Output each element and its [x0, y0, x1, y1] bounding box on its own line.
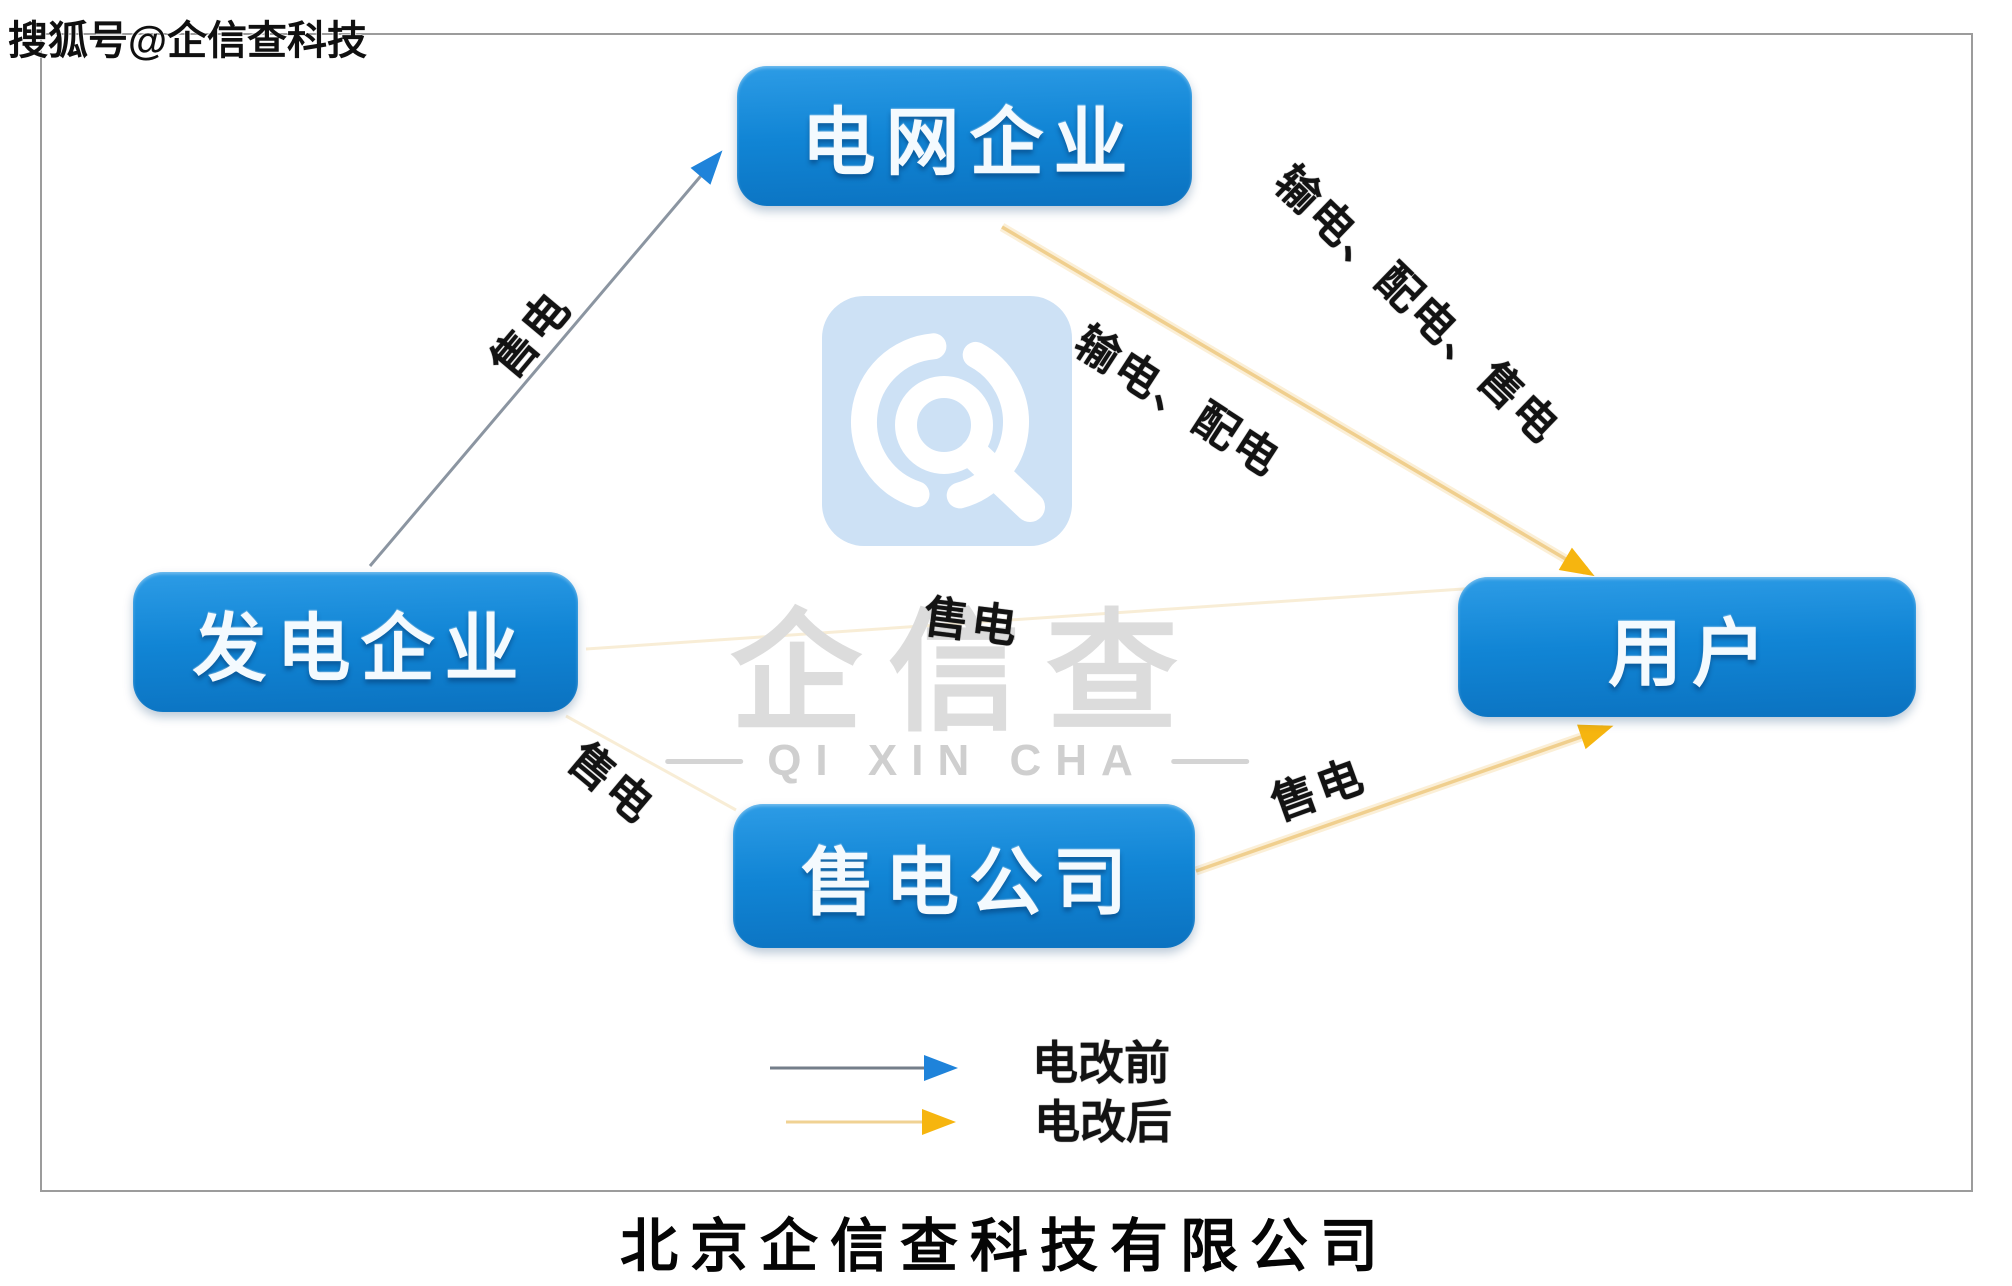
edge-generation-to-grid: [368, 150, 723, 567]
sohu-account-watermark: 搜狐号@企信查科技: [8, 19, 368, 63]
edge-grid-to-user: [1001, 225, 1595, 577]
footer-company-name: 北京企信查科技有限公司: [619, 1214, 1391, 1279]
legend-after-reform-label: 电改后: [1034, 1096, 1172, 1148]
node-retail-company: 售电公司: [733, 804, 1195, 948]
node-generation-enterprise-label: 发电企业: [192, 606, 529, 690]
edge-generation-to-retail: [565, 714, 737, 812]
node-grid-enterprise: 电网企业: [737, 66, 1192, 206]
node-grid-enterprise-label: 电网企业: [801, 100, 1138, 184]
node-users: 用户: [1458, 577, 1916, 717]
edge-retail-to-user: [1195, 724, 1614, 873]
legend-before-reform-label: 电改前: [1032, 1037, 1170, 1089]
node-generation-enterprise: 发电企业: [133, 572, 578, 712]
edge-generation-to-user: [585, 580, 1567, 651]
node-users-label: 用户: [1608, 611, 1776, 695]
edge-label-generation-to-user: 售电: [920, 590, 1023, 654]
diagram-frame: [40, 33, 1973, 1192]
node-retail-company-label: 售电公司: [801, 840, 1137, 924]
